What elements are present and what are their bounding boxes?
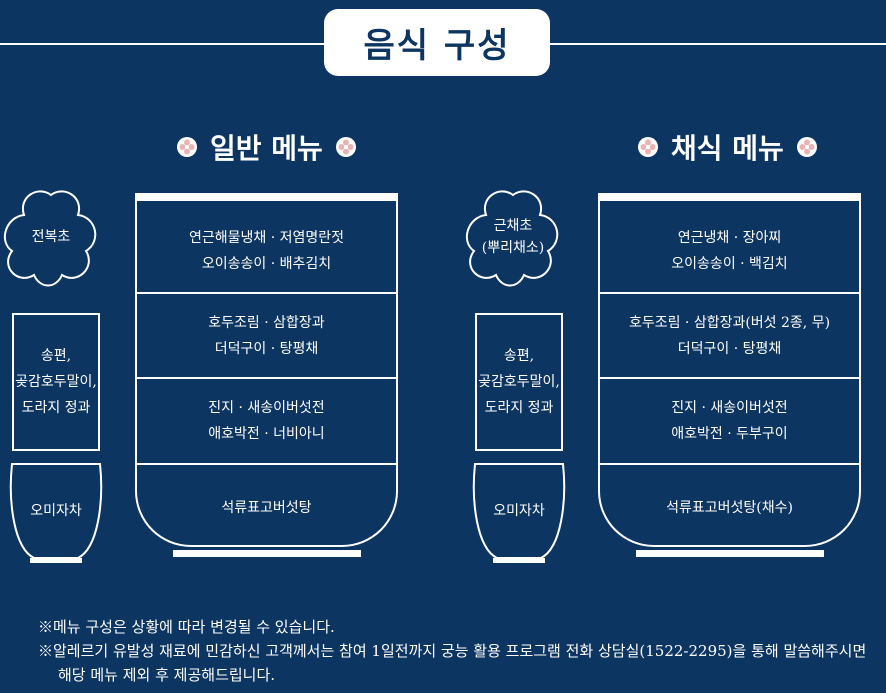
rect-plate-line: 도라지 정과	[484, 400, 554, 416]
bowl-row: 호두조림 · 삼합장과 더덕구이 · 탕평채	[137, 294, 396, 379]
footnote: 해당 메뉴 제외 후 제공해드립니다.	[58, 666, 276, 684]
bowl-row-line: 석류표고버섯탕(채수)	[666, 500, 793, 516]
footnote: ※알레르기 유발성 재료에 민감하신 고객께서는 참여 1일전까지 궁능 활용 …	[38, 642, 867, 660]
bowl-row-line: 석류표고버섯탕	[221, 500, 312, 516]
vegetarian-bowl-lid	[598, 193, 861, 201]
vegetarian-menu-heading: 채식 메뉴	[637, 125, 818, 169]
bowl-row-line: 오이송송이 · 배추김치	[201, 255, 332, 272]
flower-plate-label: 근채초	[493, 218, 533, 234]
vegetarian-tea-cup: 오미자차	[471, 462, 567, 564]
page-title: 음식 구성	[324, 9, 550, 76]
vegetarian-bowl: 연근냉채 · 장아찌 오이송송이 · 백김치 호두조림 · 삼합장과(버섯 2종…	[598, 201, 861, 547]
general-bowl-lid	[135, 193, 398, 201]
general-menu-title: 일반 메뉴	[210, 132, 323, 165]
bowl-row-line: 호두조림 · 삼합장과	[208, 314, 325, 331]
general-bowl-base	[173, 550, 361, 557]
rect-plate-line: 곶감호두말이,	[15, 374, 97, 390]
bowl-row: 진지 · 새송이버섯전 애호박전 · 너비아니	[137, 379, 396, 465]
vegetarian-menu-title: 채식 메뉴	[671, 132, 784, 165]
tea-cup-icon	[472, 463, 566, 563]
bowl-row-line: 호두조림 · 삼합장과(버섯 2종, 무)	[628, 314, 831, 331]
vegetarian-bowl-base	[636, 550, 824, 557]
bowl-row-line: 연근해물냉채 · 저염명란젓	[188, 229, 345, 246]
general-tea-cup: 오미자차	[8, 462, 104, 564]
general-bowl: 연근해물냉채 · 저염명란젓 오이송송이 · 배추김치 호두조림 · 삼합장과 …	[135, 201, 398, 547]
vegetarian-flower-plate: 근채초 (뿌리채소)	[464, 187, 562, 287]
tea-cup-icon	[9, 463, 103, 563]
flower-ornament-icon	[335, 137, 356, 157]
bowl-row-line: 더덕구이 · 탕평채	[677, 340, 782, 357]
bowl-row-line: 더덕구이 · 탕평채	[214, 340, 319, 357]
tea-cup-label: 오미자차	[30, 503, 82, 519]
flower-ornament-icon	[177, 137, 197, 157]
rect-plate-line: 곶감호두말이,	[478, 374, 560, 390]
rect-plate-line: 송편,	[503, 348, 535, 364]
flower-plate-icon	[3, 190, 97, 287]
footnotes: ※메뉴 구성은 상황에 따라 변경될 수 있습니다. ※알레르기 유발성 재료에…	[38, 615, 884, 687]
bowl-row: 석류표고버섯탕(채수)	[600, 465, 859, 551]
flower-ornament-icon	[638, 137, 658, 157]
flower-plate-label: 전복초	[31, 229, 71, 245]
bowl-row-line: 연근냉채 · 장아찌	[677, 229, 782, 246]
rect-plate-line: 송편,	[40, 348, 72, 364]
flower-plate-label: (뿌리채소)	[481, 240, 545, 256]
general-rect-plate: 송편, 곶감호두말이, 도라지 정과	[12, 313, 100, 451]
bowl-row-line: 애호박전 · 두부구이	[671, 426, 788, 442]
general-flower-plate: 전복초	[2, 187, 100, 287]
footnote: ※메뉴 구성은 상황에 따라 변경될 수 있습니다.	[38, 618, 335, 636]
title-rule-left	[0, 43, 324, 45]
bowl-row: 호두조림 · 삼합장과(버섯 2종, 무) 더덕구이 · 탕평채	[600, 294, 859, 379]
bowl-row: 연근냉채 · 장아찌 오이송송이 · 백김치	[600, 209, 859, 294]
title-rule-right	[550, 43, 886, 45]
general-menu-heading: 일반 메뉴	[176, 125, 357, 169]
bowl-row-line: 진지 · 새송이버섯전	[671, 400, 788, 416]
flower-plate-icon	[465, 190, 559, 287]
bowl-row-line: 애호박전 · 너비아니	[208, 426, 325, 442]
bowl-row-line: 진지 · 새송이버섯전	[208, 400, 325, 416]
bowl-row: 진지 · 새송이버섯전 애호박전 · 두부구이	[600, 379, 859, 465]
flower-ornament-icon	[796, 137, 817, 157]
tea-cup-label: 오미자차	[493, 503, 545, 519]
bowl-row: 석류표고버섯탕	[137, 465, 396, 551]
rect-plate-line: 도라지 정과	[21, 400, 91, 416]
vegetarian-rect-plate: 송편, 곶감호두말이, 도라지 정과	[475, 313, 563, 451]
bowl-row: 연근해물냉채 · 저염명란젓 오이송송이 · 배추김치	[137, 209, 396, 294]
bowl-row-line: 오이송송이 · 백김치	[671, 255, 788, 272]
